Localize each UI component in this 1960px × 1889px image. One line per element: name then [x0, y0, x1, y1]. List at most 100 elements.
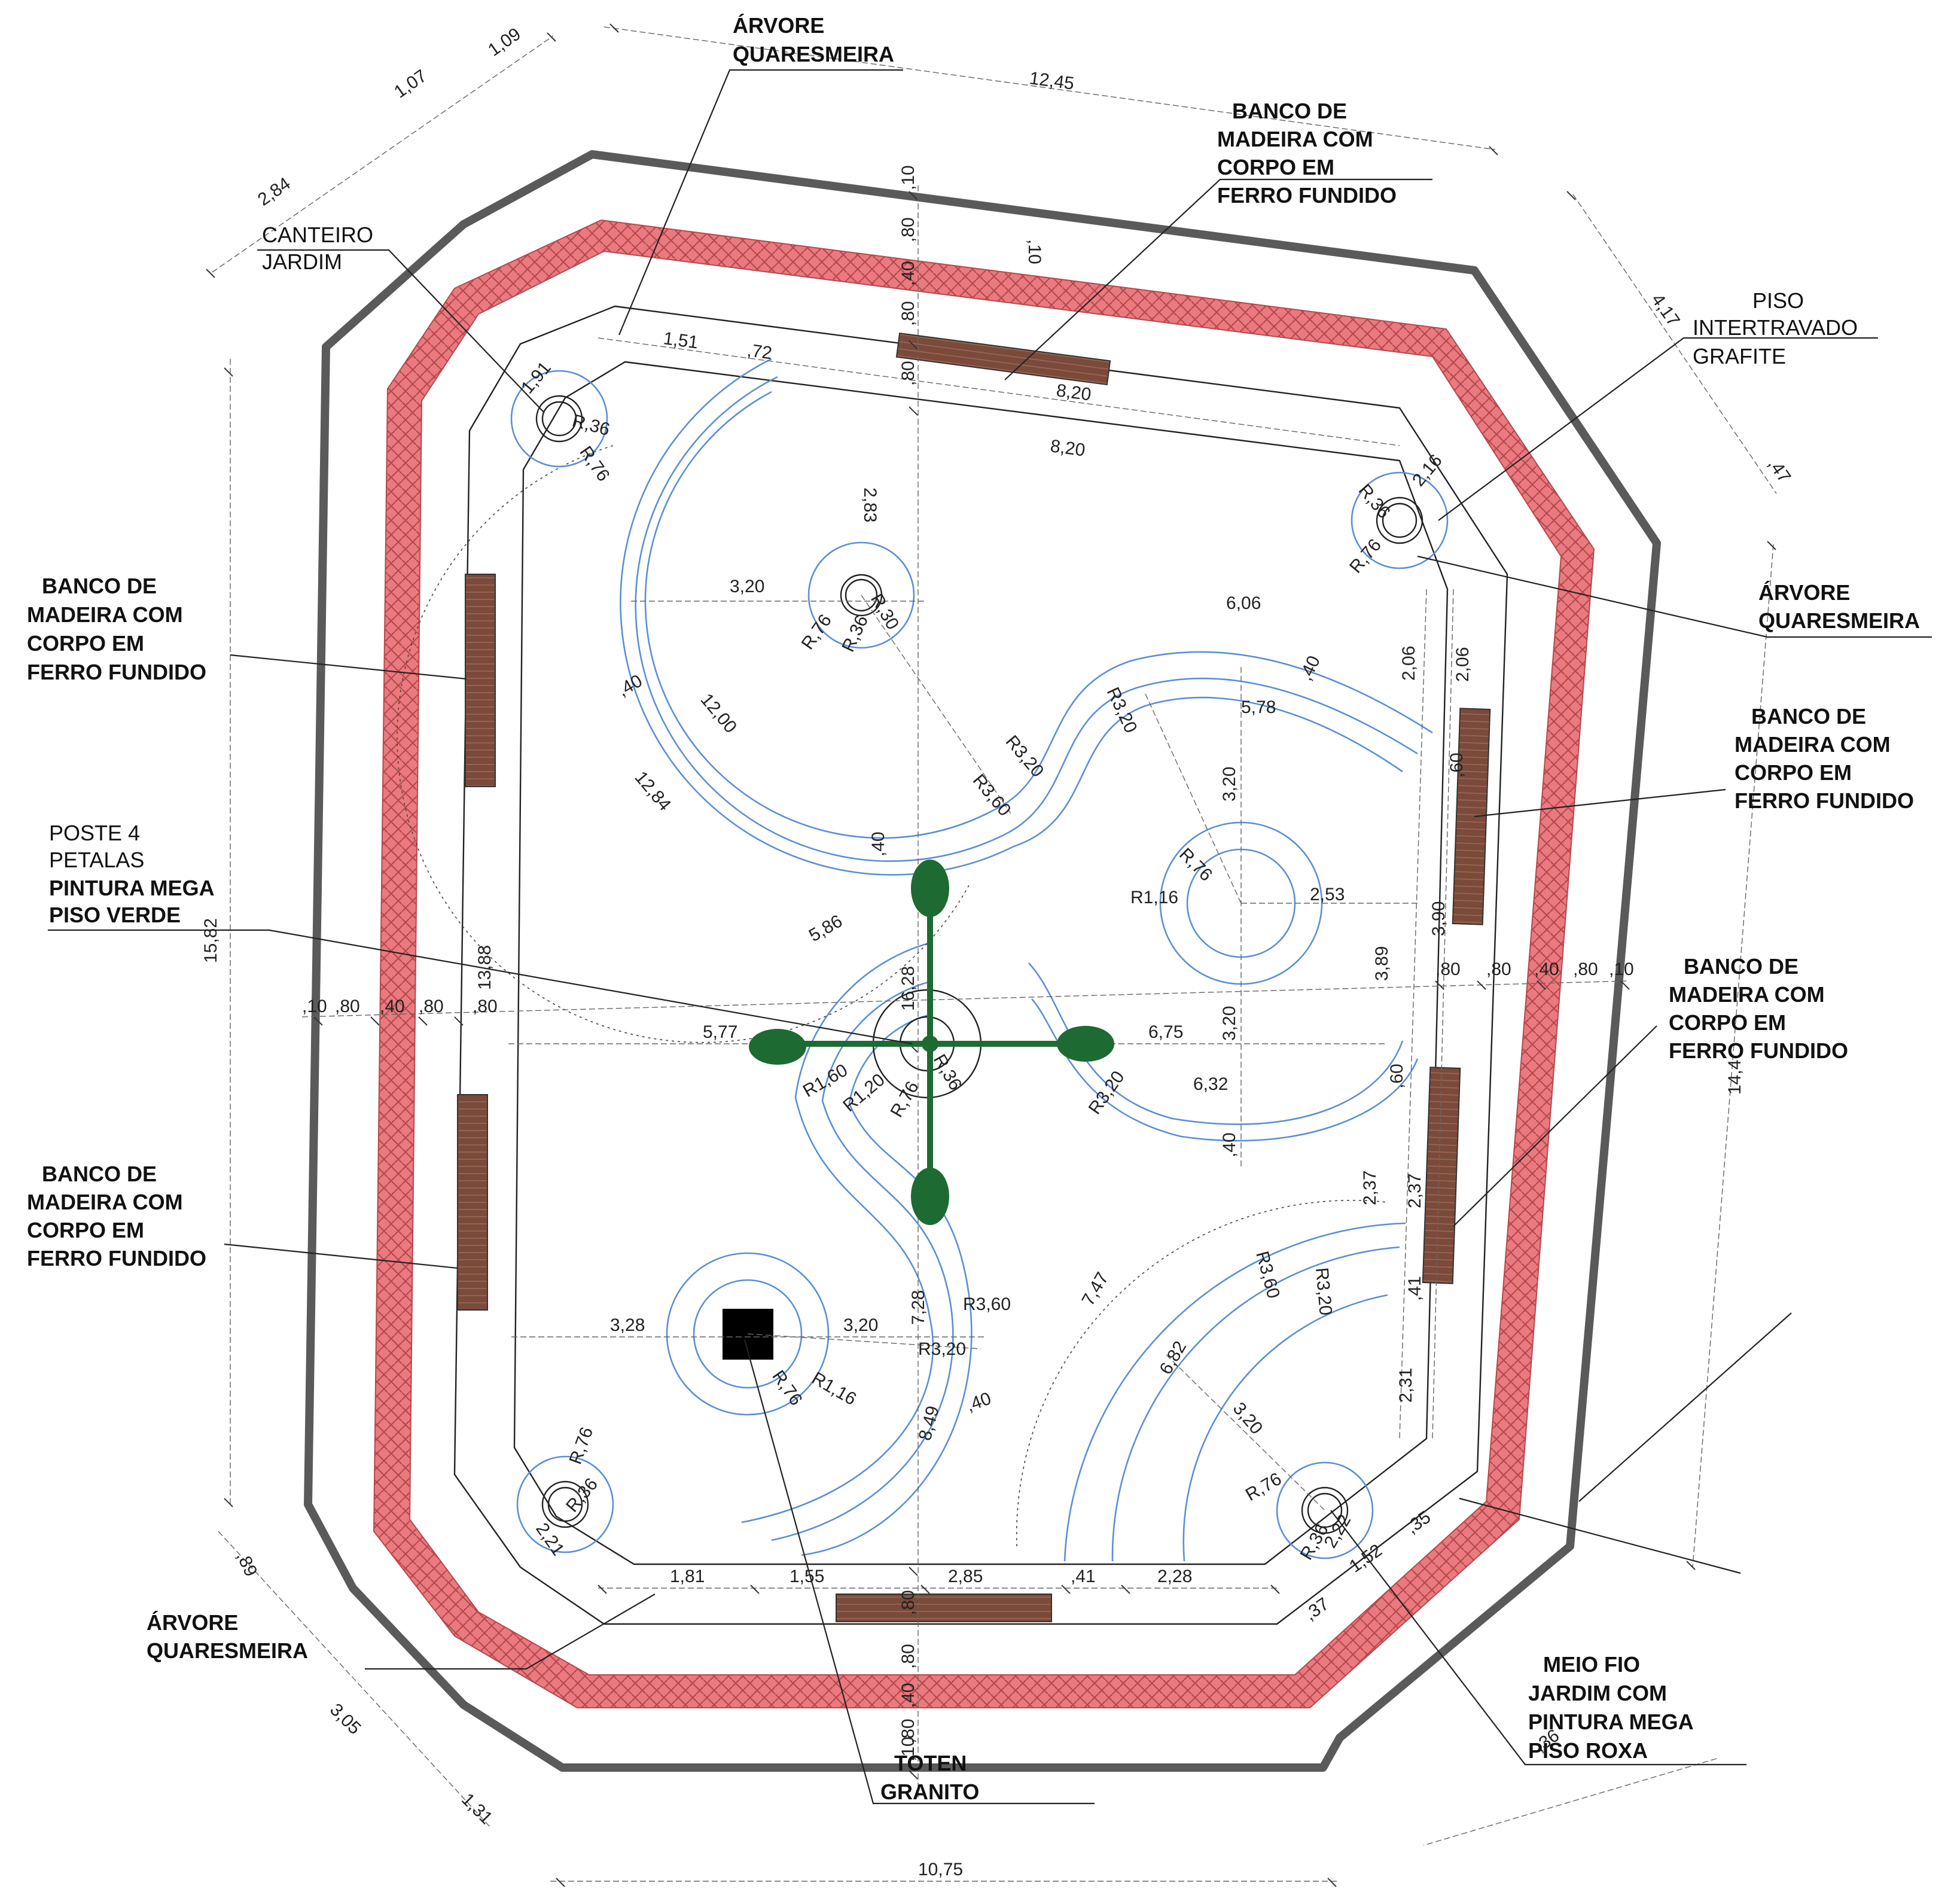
dim-text: 3,05 [326, 1700, 365, 1739]
dim-text: ,80 [419, 997, 444, 1016]
dim-text: 10,75 [918, 1860, 963, 1879]
label-line: PISO [1752, 288, 1804, 313]
label-line: BANCO DE [42, 1162, 157, 1186]
dim-text: R3,20 [918, 1339, 966, 1359]
dim-text: 3,28 [610, 1315, 645, 1335]
dim-text: ,40 [964, 1388, 993, 1415]
dim-text: 8,49 [915, 1404, 943, 1443]
label-line: FERRO FUNDIDO [27, 1246, 206, 1270]
dim-text: 3,20 [843, 1315, 878, 1335]
dim-text: ,40 [898, 1683, 918, 1708]
dim-text: 1,09 [484, 24, 525, 60]
dim-text: 8,20 [1049, 436, 1086, 460]
dim-text: 12,45 [1028, 68, 1075, 94]
dim-text: 1,07 [391, 66, 431, 102]
label-line: MADEIRA COM [27, 1190, 183, 1214]
dim-text: 3,20 [1220, 1006, 1239, 1041]
label-line: FERRO FUNDIDO [1669, 1038, 1848, 1063]
dim-text: 6,06 [1226, 593, 1261, 613]
dim-text: R1,16 [1130, 888, 1178, 907]
dim-text: R,36 [838, 613, 872, 655]
dim-text: ,10 [1025, 239, 1044, 264]
dim-text: ,60 [1387, 1064, 1407, 1089]
dim-text: R,36 [929, 1051, 965, 1093]
label-line: ÁRVORE [1758, 580, 1850, 605]
bench-bottom [836, 1594, 1052, 1622]
dim-text: 14,4 [1725, 1060, 1745, 1095]
dim-text: 2,31 [1396, 1368, 1416, 1403]
dim-text: ,37 [1301, 1594, 1333, 1625]
dim-text: 2,84 [254, 173, 294, 210]
label-canteiro: CANTEIRO JARDIM [262, 223, 373, 274]
dim-text: ,40 [1220, 1132, 1239, 1157]
dimension-ticks [206, 23, 1776, 1887]
dim-text: ,89 [233, 1549, 261, 1580]
label-banco-right-1: BANCO DE MADEIRA COM CORPO EM FERRO FUND… [1735, 704, 1914, 813]
bench-left-1 [465, 574, 496, 787]
walkway-outer-edge [453, 305, 1508, 1625]
dim-text: 2,37 [1405, 1174, 1425, 1208]
outer-wall [304, 150, 1661, 1772]
dim-text: 15,82 [201, 918, 221, 963]
bench-right-2 [1422, 1067, 1461, 1284]
label-line: PINTURA MEGA [1528, 1710, 1694, 1734]
label-line: CORPO EM [1735, 760, 1852, 785]
dim-text: R,36 [562, 1474, 602, 1516]
dim-text: 1,31 [458, 1790, 496, 1829]
label-line: MEIO FIO [1543, 1652, 1640, 1677]
dim-text: 1,81 [670, 1567, 705, 1586]
label-line: CORPO EM [27, 631, 144, 656]
label-line: QUARESMEIRA [1758, 608, 1920, 633]
dim-text: ,40 [1296, 653, 1324, 684]
dim-text: ,35 [1403, 1507, 1434, 1538]
label-line: ÁRVORE [147, 1610, 238, 1635]
dim-text: R,76 [768, 1367, 806, 1409]
dim-text: ,80 [898, 1719, 918, 1744]
label-line: QUARESMEIRA [147, 1638, 308, 1663]
dim-text: 2,53 [1310, 885, 1345, 904]
label-line: FERRO FUNDIDO [27, 660, 206, 684]
dim-text: 4,17 [1647, 290, 1684, 330]
label-line: PINTURA MEGA [49, 876, 215, 900]
label-arvore-right: ÁRVORE QUARESMEIRA [1758, 580, 1920, 633]
dim-text: 3,89 [1372, 946, 1392, 981]
dim-text: R3,20 [1312, 1267, 1336, 1317]
walkway-inner-edge [513, 361, 1449, 1565]
label-arvore-bottom: ÁRVORE QUARESMEIRA [147, 1610, 308, 1663]
dim-text: R3,60 [1252, 1249, 1284, 1300]
label-line: PETALAS [49, 848, 144, 872]
label-line: INTERTRAVADO [1693, 315, 1858, 340]
label-meio-fio: MEIO FIO JARDIM COM PINTURA MEGA PISO RO… [1528, 1652, 1694, 1763]
label-toten: TOTEN GRANITO [880, 1751, 979, 1804]
dimension-lines [212, 26, 1777, 1882]
dim-text: R3,60 [963, 1294, 1011, 1314]
dim-text: 3,90 [1429, 901, 1449, 936]
dim-text: R,76 [798, 611, 836, 653]
label-line: BANCO DE [1232, 99, 1347, 123]
tree-top-left [510, 370, 608, 468]
label-line: JARDIM [262, 249, 342, 274]
dim-text: 2,06 [1453, 647, 1473, 682]
dim-text: R1,16 [809, 1368, 860, 1409]
dim-text: ,41 [1071, 1567, 1096, 1586]
dim-text: ,60 [1447, 752, 1467, 778]
dim-text: R,76 [1346, 535, 1385, 577]
dim-text: ,80 [898, 361, 918, 386]
tree-center-left [807, 541, 915, 649]
dim-text: 2,28 [1157, 1567, 1192, 1586]
dim-text: ,80 [1486, 959, 1511, 979]
dim-text: 2,37 [1360, 1171, 1380, 1205]
dim-text: R3,20 [1085, 1068, 1129, 1119]
dim-text: R,76 [566, 1425, 598, 1467]
label-banco-left-1: BANCO DE MADEIRA COM CORPO EM FERRO FUND… [27, 574, 206, 684]
label-line: PISO VERDE [49, 903, 181, 927]
dim-text: ,40 [898, 261, 918, 286]
label-line: FERRO FUNDIDO [1217, 183, 1397, 208]
dim-text: 1,91 [517, 358, 555, 398]
bench-right-1 [1452, 708, 1491, 925]
label-poste: POSTE 4 PETALAS PINTURA MEGA PISO VERDE [49, 821, 215, 927]
dim-text: R,76 [1175, 845, 1216, 885]
dim-text: 7,28 [909, 1290, 928, 1325]
label-line: CORPO EM [1217, 155, 1334, 179]
label-line: BANCO DE [42, 574, 157, 598]
